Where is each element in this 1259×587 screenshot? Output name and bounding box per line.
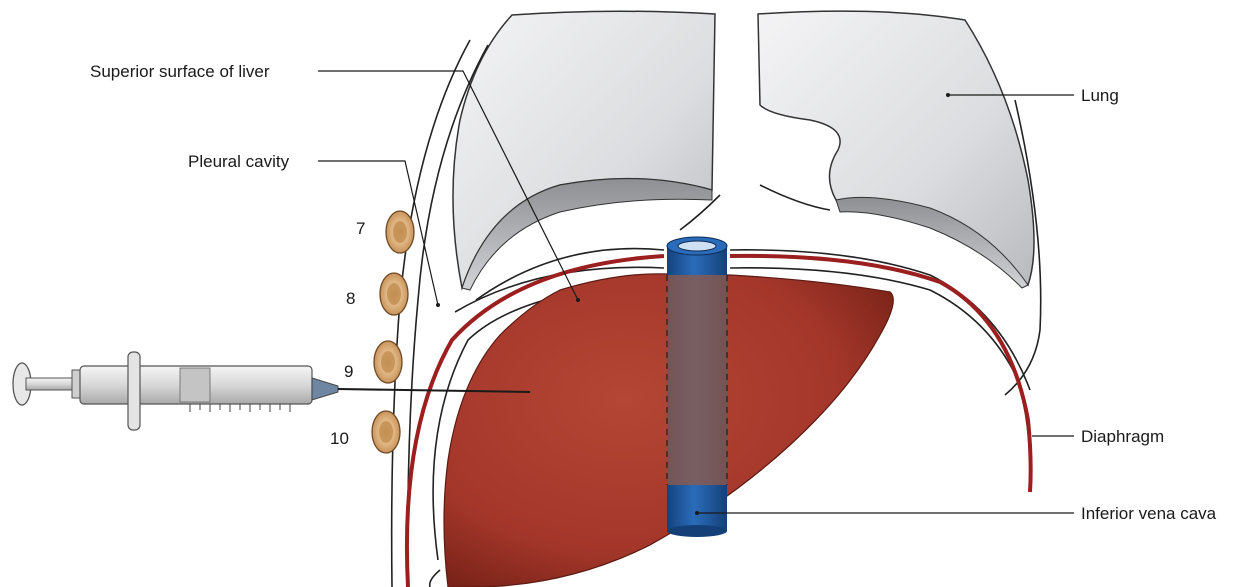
rib-label-9: 9 [344, 362, 353, 381]
syringe [13, 352, 530, 430]
inferior-vena-cava [667, 237, 727, 537]
rib-8 [380, 273, 408, 315]
rib-7 [386, 211, 414, 253]
right-lung [758, 11, 1034, 288]
label-inferior-vena-cava: Inferior vena cava [1081, 504, 1217, 523]
rib-10 [372, 411, 400, 453]
rib-label-10: 10 [330, 429, 349, 448]
label-pleural-cavity: Pleural cavity [188, 152, 290, 171]
ribs [372, 211, 414, 453]
label-diaphragm: Diaphragm [1081, 427, 1164, 446]
rib-label-8: 8 [346, 289, 355, 308]
label-superior-surface-of-liver: Superior surface of liver [90, 62, 270, 81]
syringe-graduations [190, 404, 290, 412]
rib-label-7: 7 [356, 219, 365, 238]
label-lung: Lung [1081, 86, 1119, 105]
rib-9 [374, 341, 402, 383]
